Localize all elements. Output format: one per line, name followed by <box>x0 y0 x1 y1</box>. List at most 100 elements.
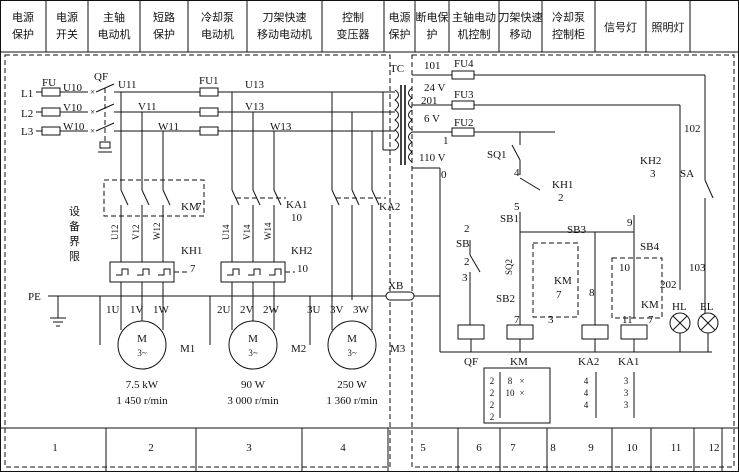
contactor-ka1-contacts: KA1 10 U14 V14 W14 <box>221 189 307 262</box>
ka2-table-cell: 4 <box>584 376 589 386</box>
label-qf: QF <box>94 71 108 83</box>
coil-ka1 <box>620 324 648 340</box>
label-v10: V10 <box>63 102 82 114</box>
label-fu: FU <box>42 77 56 89</box>
kh1-ctrl-contact <box>519 177 541 191</box>
label-l2: L2 <box>21 108 33 120</box>
label-fu1: FU1 <box>199 75 219 87</box>
km-table-cell: 10 <box>506 388 516 398</box>
coil-ka2 <box>581 324 609 340</box>
footer-cell-8: 8 <box>550 442 556 454</box>
header-label: 短路 <box>153 10 175 24</box>
km-contact-u <box>120 189 129 206</box>
label-3v: 3V <box>330 304 344 316</box>
label-kh2: KH2 <box>291 245 312 257</box>
main-bus: U11 V11 W11 U13 V13 W13 FU1 <box>114 75 395 190</box>
motor-wiring: 1U 1V 1W 2U 2V 2W 3U 3V 3W <box>106 282 373 330</box>
motor-symbol: M <box>347 333 357 345</box>
control-transformer: TC 101 201 24 V 6 V 1 110 V 0 <box>382 60 449 181</box>
lamp-hl-cross <box>672 315 688 331</box>
overload-kh1: KH1 7 <box>109 245 202 283</box>
km-table-cell: 8 <box>508 376 513 386</box>
sq1-blade <box>511 144 521 161</box>
motor-speed: 3 000 r/min <box>227 395 279 407</box>
header-label: 刀架快速 <box>499 11 543 24</box>
label-1u: 1U <box>106 304 120 316</box>
tc-primary-coil <box>394 89 399 151</box>
label-l1: L1 <box>21 88 33 100</box>
header-label: 电源 <box>56 10 78 24</box>
label-sq2: SQ2 <box>504 259 514 275</box>
header-labels: 电源保护电源开关主轴电动机短路保护冷却泵电动机刀架快速移动电动机控制变压器电源保… <box>12 10 685 41</box>
node-101: 101 <box>424 60 441 72</box>
label-sq1: SQ1 <box>487 149 507 161</box>
label-tc: TC <box>390 63 404 75</box>
motor-power: 90 W <box>241 379 266 391</box>
fuse-fu1-u <box>199 87 219 97</box>
motor-circle <box>117 320 167 370</box>
fuse-fu1-w <box>199 126 219 136</box>
km-table-cell: 2 <box>490 400 495 410</box>
footer-cell-5: 5 <box>420 442 426 454</box>
footer-cell-2: 2 <box>148 442 154 454</box>
label-w11: W11 <box>158 121 179 133</box>
km-table-cell: × <box>519 376 524 386</box>
sa-blade <box>704 179 714 199</box>
label-v14: V14 <box>242 224 252 240</box>
km-aux-num: 7 <box>556 289 562 301</box>
node-102: 102 <box>684 123 701 135</box>
node-202: 202 <box>660 279 677 291</box>
footer-cell-10: 10 <box>627 442 639 454</box>
label-ka2-power: KA2 <box>379 201 400 213</box>
label-fu3: FU3 <box>454 89 474 101</box>
label-pe: PE <box>28 291 41 303</box>
header-label: 控制 <box>342 10 364 24</box>
node-3a: 3 <box>462 272 468 284</box>
node-0: 0 <box>441 169 447 181</box>
overload-kh2: KH2 10 <box>220 245 312 283</box>
label-u14: U14 <box>221 224 231 240</box>
ka2-contact-w <box>371 189 380 206</box>
motor-symbol: M <box>248 333 258 345</box>
label-3u: 3U <box>307 304 321 316</box>
motor-name: M2 <box>291 343 306 355</box>
motor-name: M3 <box>390 343 406 355</box>
label-3w: 3W <box>353 304 370 316</box>
km-aux-box <box>532 242 579 318</box>
kh2-ctrl-num: 3 <box>650 168 656 180</box>
label-u12: U12 <box>110 225 120 241</box>
lamp-el-cross <box>700 315 716 331</box>
km-table-cell: 2 <box>490 376 495 386</box>
qf-x1: × <box>90 87 95 97</box>
control-zone-boundary <box>411 54 735 468</box>
label-kh2-ctrl: KH2 <box>640 155 661 167</box>
header-label: 护 <box>427 27 438 41</box>
km-table-cell: 2 <box>490 388 495 398</box>
node-2b: 2 <box>464 256 470 268</box>
label-coil-ka1: KA1 <box>618 356 639 368</box>
motor-circle <box>228 320 278 370</box>
header-dividers <box>45 0 691 52</box>
header-label: 控制柜 <box>552 27 585 41</box>
km-contact-v <box>141 189 150 206</box>
kh2-heaters <box>227 268 282 276</box>
header-label: 电动机 <box>98 27 131 41</box>
fuse-fu4 <box>451 70 475 80</box>
footer-cell-12: 12 <box>709 442 720 454</box>
kh2-num: 10 <box>297 263 309 275</box>
label-ka1-power: KA1 <box>286 199 307 211</box>
node-8: 8 <box>589 287 595 299</box>
label-w14: W14 <box>263 222 273 240</box>
label-km-aux2: KM <box>641 299 659 311</box>
node-4: 4 <box>514 167 520 179</box>
label-fu4: FU4 <box>454 58 474 70</box>
node-7b: 7 <box>648 314 654 326</box>
footer-cell-1: 1 <box>52 442 58 454</box>
label-sb4: SB4 <box>640 241 659 253</box>
header-label: 移动 <box>510 28 532 41</box>
label-l3: L3 <box>21 126 34 138</box>
tc-secondary-coils <box>408 87 413 163</box>
